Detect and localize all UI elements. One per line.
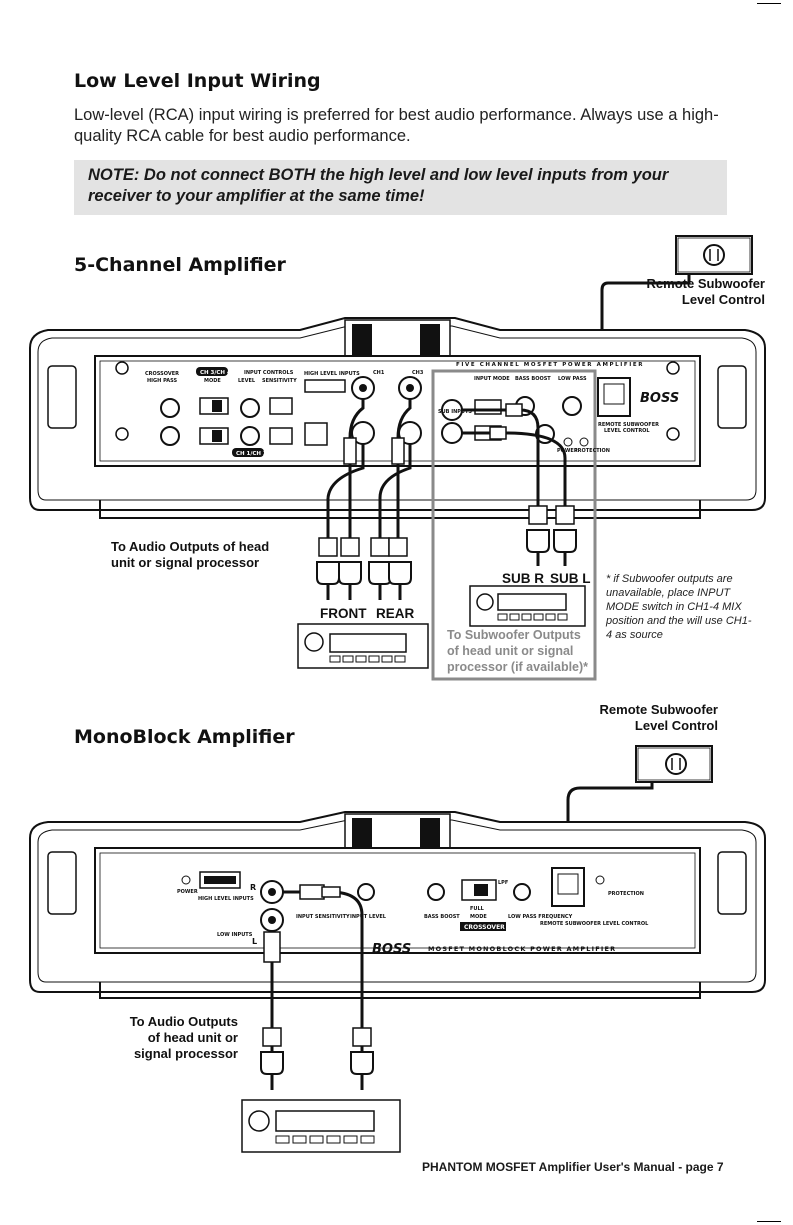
sub-outputs-label: To Subwoofer Outputs of head unit or sig…	[447, 628, 589, 674]
head-unit-mono	[241, 1099, 401, 1153]
remote-knob-5ch-icon	[703, 244, 725, 266]
panel-level: LEVEL	[238, 378, 256, 384]
mono-panel-r: R	[250, 883, 256, 892]
panel-high-pass: HIGH PASS	[147, 378, 178, 384]
mono-panel-remote-sub: REMOTE SUBWOOFER LEVEL CONTROL	[540, 921, 649, 927]
panel-crossover-label: CROSSOVER	[145, 371, 179, 377]
mono-panel-l: L	[252, 937, 257, 946]
section-heading-monoblock: MonoBlock Amplifier	[74, 726, 295, 748]
mono-panel-mode: MODE	[470, 914, 487, 920]
mono-panel-crossover: CROSSOVER	[464, 924, 505, 931]
panel-power: POWER	[557, 448, 578, 454]
front-rear-plugs	[316, 537, 412, 600]
audio-outputs-label-mono: To Audio Outputs of head unit or signal …	[129, 1014, 238, 1061]
front-label: FRONT	[320, 606, 367, 621]
five-channel-amplifier-diagram: CROSSOVER CH 3/CH 4 HIGH PASS MODE INPUT…	[29, 235, 766, 681]
panel-title-strip: FIVE CHANNEL MOSFET POWER AMPLIFIER	[456, 362, 644, 368]
remote-label-mono: Remote Subwoofer Level Control	[550, 702, 718, 734]
mono-panel-protection: PROTECTION	[608, 891, 644, 897]
panel-sensitivity: SENSITIVITY	[262, 378, 297, 384]
remote-knob-mono-icon	[665, 753, 687, 775]
remote-label-5ch-line2: Level Control	[681, 292, 765, 307]
intro-paragraph: Low-level (RCA) input wiring is preferre…	[74, 106, 719, 145]
section-heading-low-level: Low Level Input Wiring	[74, 70, 321, 92]
mono-panel-bass-boost: BASS BOOST	[424, 914, 460, 920]
mono-panel-high-level: HIGH LEVEL INPUTS	[198, 896, 254, 902]
mono-panel-low-pass-freq: LOW PASS FREQUENCY	[508, 914, 573, 920]
panel-remote-sub: REMOTE SUBWOOFER	[598, 422, 659, 428]
sub-l-label: SUB L	[550, 571, 591, 586]
monoblock-amplifier-diagram: POWER HIGH LEVEL INPUTS LOW INPUTS R L I…	[29, 745, 766, 1153]
panel-high-level-inputs: HIGH LEVEL INPUTS	[304, 371, 360, 377]
sub-plugs	[526, 505, 577, 566]
rear-label: REAR	[376, 606, 415, 621]
panel-mode: MODE	[204, 378, 221, 384]
remote-label-5ch-line1: Remote Subwoofer	[646, 276, 765, 291]
mono-panel-title-strip: MOSFET MONOBLOCK POWER AMPLIFIER	[428, 945, 616, 953]
mono-panel-input-level: INPUT LEVEL	[350, 914, 387, 920]
footnote-5ch: * if Subwoofer outputs are unavailable, …	[606, 573, 752, 641]
panel-input-controls: INPUT CONTROLS	[244, 370, 294, 376]
panel-protection: PROTECTION	[574, 448, 610, 454]
remote-label-5ch: Remote Subwoofer Level Control	[600, 276, 765, 308]
remote-label-mono-line1: Remote Subwoofer	[599, 702, 718, 717]
page-footer: PHANTOM MOSFET Amplifier User's Manual -…	[422, 1160, 724, 1174]
panel-brand-logo: BOSS	[640, 391, 679, 406]
mono-panel-full: FULL	[470, 906, 485, 912]
mono-panel-input-sensitivity: INPUT SENSITIVITY	[296, 914, 350, 920]
mono-panel-power: POWER	[177, 889, 198, 895]
head-unit-front-rear	[297, 623, 429, 669]
crop-mark-bottom-right	[757, 1221, 781, 1222]
mono-panel-low-inputs: LOW INPUTS	[217, 932, 253, 938]
panel-level-control: LEVEL CONTROL	[604, 428, 650, 434]
panel-sub-inputs: SUB INPUTS	[438, 409, 472, 415]
audio-outputs-label-5ch: To Audio Outputs of head unit or signal …	[111, 539, 270, 570]
section-heading-five-channel: 5-Channel Amplifier	[74, 254, 286, 276]
panel-ch12-tag: CH 1/CH 2	[236, 451, 267, 457]
head-unit-sub	[469, 585, 586, 627]
sub-input-highlight-box	[431, 369, 597, 681]
panel-input-mode: INPUT MODE	[474, 376, 510, 382]
panel-low-pass: LOW PASS	[558, 376, 587, 382]
mono-panel-brand-logo: BOSS	[372, 942, 411, 957]
sub-r-label: SUB R	[502, 571, 545, 586]
note-box: NOTE: Do not connect BOTH the high level…	[74, 160, 727, 215]
panel-bass-boost: BASS BOOST	[515, 376, 551, 382]
panel-ch34-tag: CH 3/CH 4	[200, 370, 231, 376]
mono-panel-lpf: LPF	[498, 880, 508, 886]
panel-ch3: CH3	[412, 370, 424, 376]
panel-ch1: CH1	[373, 370, 385, 376]
crop-mark-top-right	[757, 3, 781, 4]
remote-label-mono-line2: Level Control	[634, 718, 718, 733]
